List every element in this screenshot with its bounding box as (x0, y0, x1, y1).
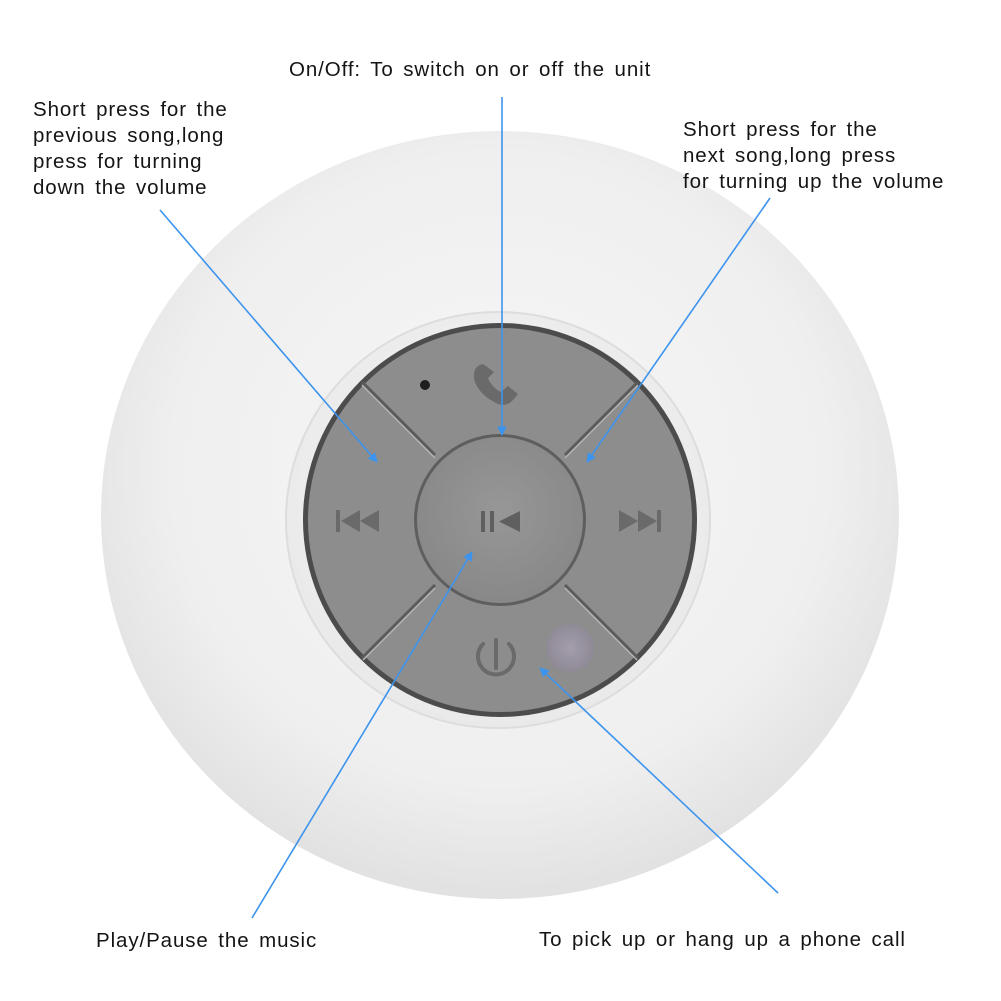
next-track-icon[interactable] (619, 510, 661, 532)
leader-line-phone (539, 667, 779, 894)
leader-lines (159, 97, 779, 919)
play-pause-button[interactable] (417, 437, 583, 603)
microphone-dot (420, 380, 430, 390)
leader-line-next (586, 197, 771, 463)
callout-next: Short press for the next song,long press… (683, 118, 945, 193)
phone-icon[interactable] (473, 364, 518, 405)
panel-grooves (360, 380, 640, 662)
previous-track-icon[interactable] (336, 510, 379, 532)
callout-play-pause: Play/Pause the music (96, 929, 318, 952)
callout-previous: Short press for the previous song,long p… (33, 98, 228, 199)
power-icon[interactable] (476, 638, 516, 677)
play-pause-icon (481, 511, 520, 532)
status-led (546, 624, 594, 672)
callout-phone: To pick up or hang up a phone call (539, 928, 906, 951)
callout-power: On/Off: To switch on or off the unit (289, 58, 652, 81)
leader-line-previous (159, 209, 378, 463)
leader-line-play-pause (251, 551, 473, 919)
